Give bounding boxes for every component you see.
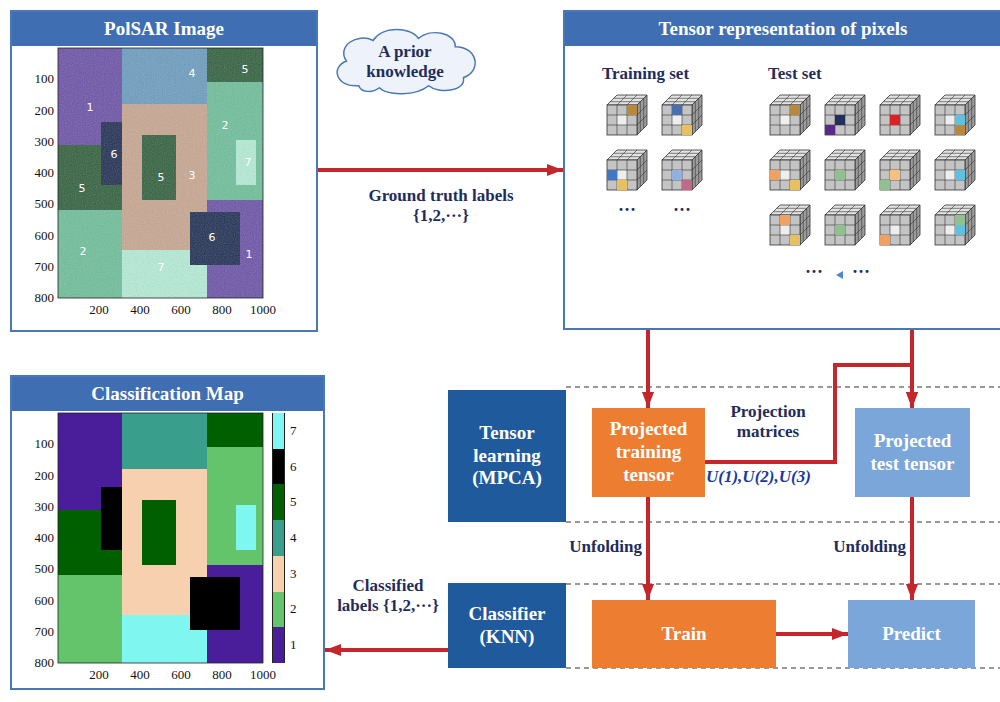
dashed-separators [566, 387, 1000, 668]
colorbar-swatch [272, 413, 285, 449]
axis-tick: 100 [14, 71, 54, 86]
region-number: 1 [82, 101, 98, 114]
colorbar-label: 7 [290, 423, 297, 438]
classification-image [58, 413, 263, 663]
axis-tick: 800 [14, 655, 54, 670]
box-text: Classifier (KNN) [454, 603, 560, 649]
axis-tick: 500 [14, 196, 54, 211]
axis-tick: 200 [14, 103, 54, 118]
axis-tick: 400 [120, 667, 160, 682]
panel-title: Classification Map [91, 383, 244, 406]
colorbar-swatch [272, 484, 285, 520]
axis-tick: 100 [14, 436, 54, 451]
region-number: 7 [240, 156, 256, 169]
region-number: 4 [184, 67, 200, 80]
process-box: Projected test tensor [855, 408, 970, 497]
ellipsis: ··· [805, 262, 823, 283]
flow-arrow [318, 168, 563, 172]
matrix-symbols: U(1),U(2),U(3) [706, 467, 832, 487]
box-text: Train [661, 623, 706, 646]
set-title: Test set [768, 64, 822, 84]
axis-tick: 600 [14, 228, 54, 243]
edge-label: Projection matrices [708, 402, 828, 443]
test-cubes [770, 95, 975, 245]
box-text: Tensor learning (MPCA) [454, 422, 560, 490]
edge-label: Ground truth labels {1,2,···} [352, 186, 530, 227]
colorbar-label: 2 [290, 601, 297, 616]
box-text: Projected training tensor [598, 418, 699, 486]
axis-tick: 1000 [243, 302, 283, 317]
axis-tick: 300 [14, 134, 54, 149]
stage-box: Classifier (KNN) [448, 583, 566, 668]
colorbar-label: 4 [290, 530, 297, 545]
box-text: Projected test tensor [861, 430, 964, 476]
axis-tick: 1000 [243, 667, 283, 682]
axis-tick: 700 [14, 259, 54, 274]
set-title: Training set [602, 64, 689, 84]
axis-tick: 600 [161, 302, 201, 317]
colorbar-label: 1 [290, 637, 297, 652]
axis-tick: 800 [202, 667, 242, 682]
axis-tick: 400 [14, 530, 54, 545]
panel-header: Tensor representation of pixels [565, 12, 1000, 46]
colorbar-swatch [272, 449, 285, 485]
axis-tick: 700 [14, 624, 54, 639]
flow-arrow [646, 330, 650, 408]
axis-tick: 200 [14, 468, 54, 483]
axis-tick: 500 [14, 561, 54, 576]
edge-label: Classified labels {1,2,···} [334, 576, 442, 617]
process-box: Predict [848, 600, 975, 668]
process-box: Train [592, 600, 776, 668]
axis-tick: 400 [120, 302, 160, 317]
region-number: 1 [241, 248, 257, 261]
colorbar-swatch [272, 520, 285, 556]
flow-arrow [325, 648, 448, 652]
ellipsis: ··· [852, 262, 870, 283]
colorbar-label: 5 [290, 494, 297, 509]
panel-header: PolSAR Image [12, 12, 316, 46]
panel-title: Tensor representation of pixels [659, 18, 908, 41]
flow-arrow [776, 632, 848, 636]
axis-tick: 600 [161, 667, 201, 682]
process-box: Projected training tensor [592, 408, 705, 497]
colorbar-swatch [272, 627, 285, 663]
axis-tick: 800 [14, 290, 54, 305]
colorbar-swatch [272, 592, 285, 628]
region-number: 5 [153, 171, 169, 184]
cloud-text: A prior knowledge [348, 42, 462, 81]
edge-label: Unfolding [812, 537, 906, 557]
axis-tick: 200 [79, 667, 119, 682]
colorbar-swatch [272, 556, 285, 592]
axis-tick: 400 [14, 165, 54, 180]
region-number: 5 [74, 182, 90, 195]
flow-arrow [910, 497, 914, 600]
region-number: 2 [75, 245, 91, 258]
axis-tick: 600 [14, 593, 54, 608]
knowledge-cloud: A prior knowledge [328, 24, 482, 96]
region-number: 2 [217, 119, 233, 132]
polsar-image [58, 48, 263, 298]
panel-header: Classification Map [12, 377, 323, 411]
panel-title: PolSAR Image [104, 18, 224, 41]
region-number: 7 [153, 261, 169, 274]
region-number: 6 [106, 148, 122, 161]
axis-tick: 800 [202, 302, 242, 317]
ellipsis: ··· [618, 200, 636, 221]
small-triangle [836, 271, 843, 279]
region-number: 6 [204, 231, 220, 244]
region-number: 5 [237, 63, 253, 76]
box-text: Predict [882, 623, 941, 646]
training-cubes [607, 95, 702, 190]
ellipsis: ··· [673, 200, 691, 221]
tensor-panel: Tensor representation of pixels [563, 10, 1000, 330]
colorbar-label: 3 [290, 566, 297, 581]
stage-box: Tensor learning (MPCA) [448, 390, 566, 522]
flow-arrow [646, 497, 650, 600]
axis-tick: 200 [79, 302, 119, 317]
region-number: 3 [184, 169, 200, 182]
edge-label: Unfolding [556, 537, 642, 557]
axis-tick: 300 [14, 499, 54, 514]
colorbar-label: 6 [290, 459, 297, 474]
